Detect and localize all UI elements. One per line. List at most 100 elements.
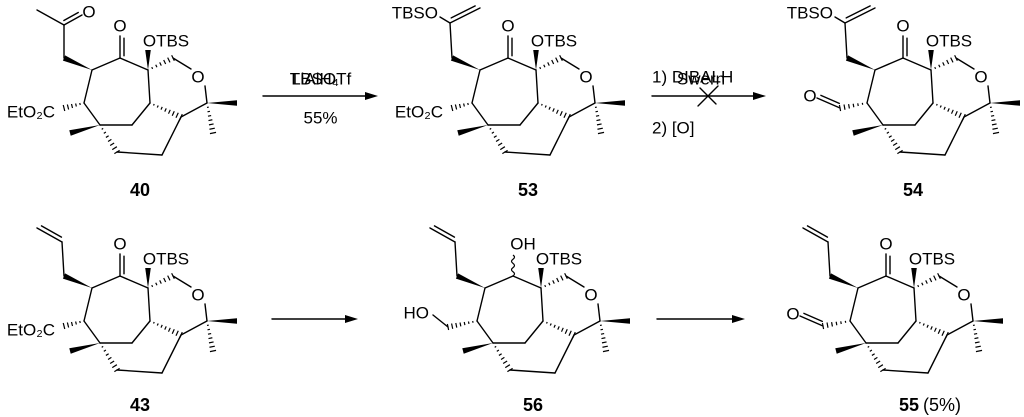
bond <box>699 87 717 105</box>
methyl-hash <box>594 106 605 135</box>
compound-number: 40 <box>130 180 150 200</box>
bond <box>83 102 101 126</box>
hashed-bond <box>152 321 183 339</box>
ketone-oxygen-label: O <box>879 235 892 254</box>
hashed-bond <box>450 102 469 112</box>
bond <box>172 275 192 288</box>
bond <box>91 275 121 289</box>
bond <box>540 287 544 322</box>
bond <box>857 275 887 289</box>
bond <box>902 57 932 71</box>
side-chain-wedge <box>62 55 92 70</box>
wavy-bond <box>510 254 516 277</box>
bond <box>930 69 934 104</box>
hashed-bond <box>494 345 513 373</box>
ring-oxygen-label: O <box>584 286 597 305</box>
hashed-bond <box>918 321 949 339</box>
methyl-wedge <box>457 125 488 136</box>
bond <box>799 315 824 327</box>
bond <box>827 241 831 277</box>
aldehyde-double-bond <box>816 94 841 109</box>
bond <box>802 227 829 243</box>
compound-id: 43 <box>130 395 150 415</box>
bond <box>36 227 63 243</box>
bond <box>204 85 208 104</box>
bond <box>131 320 151 344</box>
compound-id: 54 <box>903 180 923 200</box>
bond <box>83 69 93 104</box>
hashed-bond <box>821 320 847 330</box>
bond <box>845 5 871 19</box>
bond <box>512 275 542 289</box>
methyl-hash <box>599 324 610 353</box>
hashed-bond <box>545 321 576 339</box>
bond <box>83 320 101 344</box>
hashed-bond <box>867 345 886 373</box>
bond <box>147 69 151 104</box>
hashed-bond <box>838 102 864 112</box>
bond <box>938 275 958 288</box>
compound-id: 55 <box>899 395 919 415</box>
methyl-wedge <box>990 100 1020 106</box>
bond <box>955 57 975 70</box>
side-chain-oxygen-label: O <box>82 3 95 22</box>
ester-label: EtO₂C <box>7 103 55 122</box>
hashed-bond <box>62 320 81 330</box>
reaction-arrow-3: LiAlH₄ <box>271 70 358 323</box>
side-chain-wedge <box>828 273 858 288</box>
bond <box>844 22 848 59</box>
bond <box>433 225 456 238</box>
reagent-above: TBSOTf <box>290 70 352 89</box>
bond <box>849 320 867 344</box>
otbs-label: OTBS <box>531 32 577 51</box>
ester-label: EtO₂C <box>395 103 443 122</box>
alkene-double-bond <box>429 225 456 243</box>
compound-number: 53 <box>518 180 538 200</box>
compound-number: 55(5%) <box>899 395 961 415</box>
bond <box>471 102 489 126</box>
hashed-bond <box>101 127 120 155</box>
ring-oxygen-label: O <box>579 68 592 87</box>
bond <box>913 287 917 322</box>
methyl-hash <box>972 324 983 353</box>
bond <box>504 151 551 156</box>
bond <box>439 16 451 24</box>
bond <box>866 69 876 104</box>
methyl-hash <box>206 106 217 135</box>
ketone-double-bond <box>119 35 125 59</box>
bond <box>36 9 65 26</box>
hydroxymethyl-label: HO <box>404 304 430 323</box>
methyl-wedge <box>207 318 237 324</box>
hashed-bond <box>152 103 183 121</box>
ketone-oxygen-label: O <box>113 235 126 254</box>
hashed-bond <box>62 102 81 112</box>
bond <box>40 225 63 238</box>
reagent-above: Swern <box>677 70 725 89</box>
bond <box>172 57 192 70</box>
enol-double-bond <box>844 5 876 24</box>
arrowhead-icon <box>345 315 358 323</box>
bond <box>116 369 163 374</box>
arrowhead-icon <box>753 92 766 100</box>
bond <box>568 102 596 118</box>
otbs-wedge <box>538 268 544 288</box>
bond <box>161 116 182 156</box>
bond <box>479 57 509 71</box>
otbs-wedge <box>145 50 151 70</box>
bond <box>454 241 458 277</box>
bond <box>816 97 841 109</box>
bond <box>806 225 829 238</box>
bond <box>519 102 539 126</box>
bond <box>449 22 453 59</box>
compound-yield: (5%) <box>923 395 961 415</box>
ketone-oxygen-label: O <box>896 17 909 36</box>
compound-number: 56 <box>523 395 543 415</box>
compound-number: 54 <box>903 180 923 200</box>
bond <box>946 320 974 336</box>
bond <box>820 94 840 105</box>
bond <box>119 275 149 289</box>
bond <box>484 275 514 289</box>
bond <box>803 312 823 323</box>
